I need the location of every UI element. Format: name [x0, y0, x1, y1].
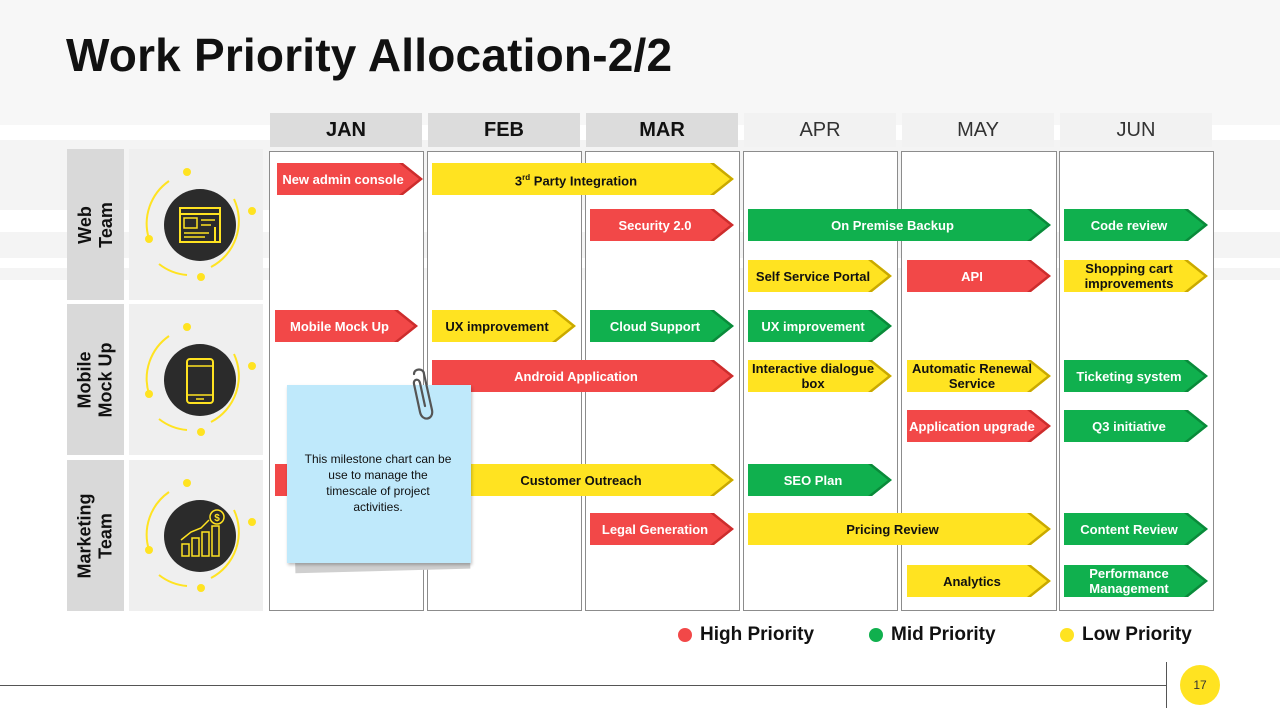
task-label: UX improvement	[445, 318, 549, 334]
sticky-note: This milestone chart can be use to manag…	[287, 385, 471, 563]
legend-label: Low Priority	[1082, 624, 1192, 645]
team-icon-box-marketing: $	[129, 460, 263, 611]
task-label: Performance Management	[1089, 566, 1169, 596]
task-shopping-cart: Shopping cart improvements	[1064, 260, 1208, 292]
task-label: Q3 initiative	[1092, 418, 1166, 434]
task-label: Customer Outreach	[520, 472, 642, 488]
task-analytics: Analytics	[907, 565, 1051, 597]
legend-mid-priority: Mid Priority	[869, 624, 996, 646]
team-label-text: Marketing Team	[74, 492, 116, 579]
header-band	[0, 0, 1280, 125]
team-label-marketing: Marketing Team	[67, 460, 124, 611]
legend-low-priority: Low Priority	[1060, 624, 1192, 646]
paper-clip-icon	[412, 368, 434, 420]
task-android-application: Android Application	[432, 360, 734, 392]
task-label: Analytics	[943, 573, 1001, 589]
task-label: Application upgrade	[909, 418, 1035, 434]
month-header-jun: JUN	[1060, 113, 1212, 147]
task-ux-improvement-apr: UX improvement	[748, 310, 892, 342]
task-label: Security 2.0	[618, 217, 692, 233]
team-label-text: Web Team	[74, 201, 116, 248]
task-third-party-integration: 3rd Party Integration	[432, 163, 734, 195]
mid-priority-dot-icon	[869, 628, 883, 642]
task-new-admin-console: New admin console	[277, 163, 423, 195]
team-label-mobile: Mobile Mock Up	[67, 304, 124, 455]
task-label: Android Application	[514, 368, 638, 384]
task-automatic-renewal-service: Automatic Renewal Service	[907, 360, 1051, 392]
task-mobile-mock-up: Mobile Mock Up	[275, 310, 418, 342]
task-label: Interactive dialogue box	[751, 361, 875, 391]
month-header-apr: APR	[744, 113, 896, 147]
sticky-note-text: This milestone chart can be use to manag…	[304, 452, 452, 514]
legend-label: Mid Priority	[891, 624, 996, 645]
task-on-premise-backup: On Premise Backup	[748, 209, 1051, 241]
task-label: Mobile Mock Up	[290, 318, 389, 334]
task-label: Code review	[1090, 217, 1168, 233]
task-security: Security 2.0	[590, 209, 734, 241]
high-priority-dot-icon	[678, 628, 692, 642]
page-number: 17	[1180, 665, 1220, 705]
task-performance-management: Performance Management	[1064, 565, 1208, 597]
task-label: SEO Plan	[783, 472, 843, 488]
team-icon-box-web	[129, 149, 263, 300]
task-label: New admin console	[282, 171, 404, 187]
task-customer-outreach: Customer Outreach	[432, 464, 734, 496]
task-label: On Premise Backup	[831, 217, 954, 233]
task-code-review: Code review	[1064, 209, 1208, 241]
task-label: API	[961, 268, 983, 284]
smartphone-icon	[145, 323, 256, 436]
task-label: Shopping cart improvements	[1084, 261, 1174, 291]
growth-chart-dollar-icon: $	[145, 479, 256, 592]
task-cloud-support: Cloud Support	[590, 310, 734, 342]
task-label: Automatic Renewal Service	[912, 361, 1032, 391]
svg-text:$: $	[214, 513, 220, 524]
web-browser-icon	[145, 168, 256, 281]
task-api: API	[907, 260, 1051, 292]
team-icon-box-mobile	[129, 304, 263, 455]
task-q3-initiative: Q3 initiative	[1064, 410, 1208, 442]
month-header-may: MAY	[902, 113, 1054, 147]
task-interactive-dialogue-box: Interactive dialogue box	[748, 360, 892, 392]
footer-divider	[1166, 662, 1167, 708]
task-pricing-review: Pricing Review	[748, 513, 1051, 545]
task-self-service-portal: Self Service Portal	[748, 260, 892, 292]
low-priority-dot-icon	[1060, 628, 1074, 642]
month-header-feb: FEB	[428, 113, 580, 147]
team-label-text: Mobile Mock Up	[74, 341, 116, 418]
legend-label: High Priority	[700, 624, 815, 645]
task-label: Legal Generation	[601, 521, 709, 537]
task-label: Cloud Support	[609, 318, 701, 334]
team-label-web: Web Team	[67, 149, 124, 300]
task-application-upgrade: Application upgrade	[907, 410, 1051, 442]
month-header-jan: JAN	[270, 113, 422, 147]
legend-high-priority: High Priority	[678, 624, 814, 646]
task-seo-plan: SEO Plan	[748, 464, 892, 496]
task-label: UX improvement	[761, 318, 865, 334]
task-label: Self Service Portal	[755, 268, 871, 284]
task-legal-generation: Legal Generation	[590, 513, 734, 545]
task-ticketing-system: Ticketing system	[1064, 360, 1208, 392]
task-label: Content Review	[1080, 521, 1178, 537]
footer-line	[0, 685, 1166, 686]
task-content-review: Content Review	[1064, 513, 1208, 545]
month-header-mar: MAR	[586, 113, 738, 147]
task-label: 3rd Party Integration	[514, 172, 638, 189]
task-label: Pricing Review	[846, 521, 939, 537]
slide-title: Work Priority Allocation-2/2	[66, 29, 673, 81]
task-label: Ticketing system	[1076, 368, 1182, 384]
task-ux-improvement-feb: UX improvement	[432, 310, 576, 342]
